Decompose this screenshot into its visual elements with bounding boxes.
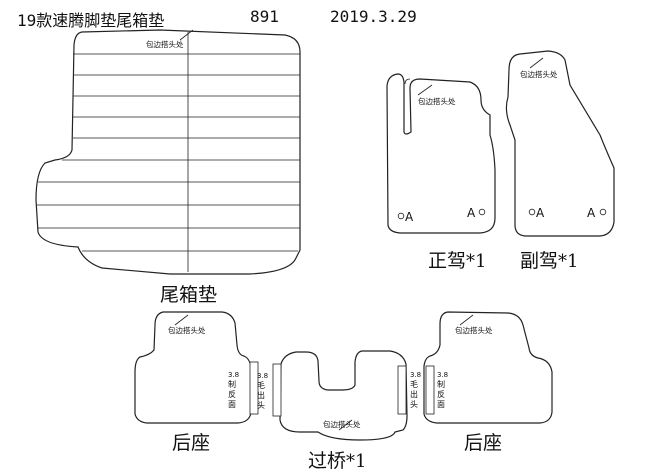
bridge-note-c-right: 头	[410, 399, 418, 409]
driver-mat-caption: 正驾*1	[428, 246, 486, 273]
rear-left-note-b: 反	[228, 389, 236, 399]
passenger-edge-note: 包边搭头处	[520, 69, 558, 79]
driver-edge-note: 包边搭头处	[418, 96, 456, 106]
bridge-note-arrow	[338, 419, 353, 431]
trunk-mat-shape: 包边搭头处	[35, 29, 301, 275]
rear-right-mat-label: 后座	[464, 432, 503, 454]
rear-right-mat-shape: 包边搭头处 3.8 制 反 面	[423, 311, 553, 424]
passenger-mark-left: A	[536, 206, 545, 220]
passenger-mark-right: A	[587, 206, 596, 220]
trunk-grid-lines	[37, 53, 300, 252]
driver-mat-label: 正驾	[428, 250, 467, 272]
bridge-mat-caption: 过桥*1	[308, 446, 366, 473]
rear-left-mat-label: 后座	[172, 432, 211, 454]
trunk-mat-label: 尾箱垫	[160, 284, 218, 306]
bridge-mat-qty: *1	[346, 451, 367, 472]
driver-mark-right: A	[467, 206, 476, 220]
trunk-edge-note: 包边搭头处	[146, 39, 184, 49]
bridge-left-flap	[272, 363, 282, 417]
passenger-mat-label: 副驾	[520, 250, 559, 272]
bridge-note-c-left: 头	[257, 400, 265, 410]
bridge-edge-note: 包边搭头处	[323, 419, 361, 429]
rear-left-dim: 3.8	[228, 371, 239, 379]
bridge-right-flap	[397, 365, 407, 415]
rear-left-edge-note: 包边搭头处	[168, 325, 206, 335]
bridge-note-a-right: 毛	[410, 379, 418, 389]
bridge-dim-left: 3.8	[257, 372, 268, 380]
bridge-dim-right: 3.8	[410, 371, 421, 379]
rear-right-note-arrow	[459, 314, 474, 326]
pattern-date: 2019.3.29	[330, 7, 417, 26]
model-title: 19款速腾脚垫尾箱垫	[17, 11, 165, 30]
rear-left-mat-shape: 包边搭头处 3.8 制 反 面	[134, 311, 259, 424]
rear-right-dim: 3.8	[437, 371, 448, 379]
bridge-mat-label: 过桥	[308, 450, 347, 472]
bridge-note-a-left: 毛	[257, 380, 265, 390]
rear-right-flap	[425, 365, 435, 415]
passenger-note-arrow	[529, 57, 544, 69]
driver-mark-left: A	[405, 210, 414, 224]
passenger-hole-right	[599, 208, 607, 216]
rear-right-note-b: 反	[437, 389, 445, 399]
driver-mat-shape: 包边搭头处 A A	[386, 73, 496, 234]
rear-left-note-c: 面	[228, 400, 236, 409]
rear-right-note-c: 面	[437, 400, 445, 409]
passenger-hole-left	[528, 208, 536, 216]
bridge-mat-shape: 3.8 毛 出 头 3.8 毛 出 头 包边搭头处	[257, 350, 421, 441]
driver-note-arrow	[417, 84, 433, 96]
driver-hole-right	[478, 208, 486, 216]
rear-left-note-arrow	[174, 314, 189, 326]
bridge-note-b-left: 出	[257, 390, 265, 400]
rear-left-note-a: 制	[228, 379, 236, 389]
passenger-mat-caption: 副驾*1	[520, 246, 578, 273]
passenger-mat-qty: *1	[558, 251, 579, 272]
rear-left-flap	[249, 361, 259, 415]
passenger-mat-shape: 包边搭头处 A A	[505, 50, 615, 237]
pattern-code: 891	[250, 7, 279, 26]
rear-right-note-a: 制	[437, 379, 445, 389]
trunk-note-arrow	[179, 29, 194, 41]
bridge-note-b-right: 出	[410, 389, 418, 399]
driver-mat-qty: *1	[466, 251, 487, 272]
driver-hole-left	[397, 212, 405, 220]
rear-right-edge-note: 包边搭头处	[455, 325, 493, 335]
